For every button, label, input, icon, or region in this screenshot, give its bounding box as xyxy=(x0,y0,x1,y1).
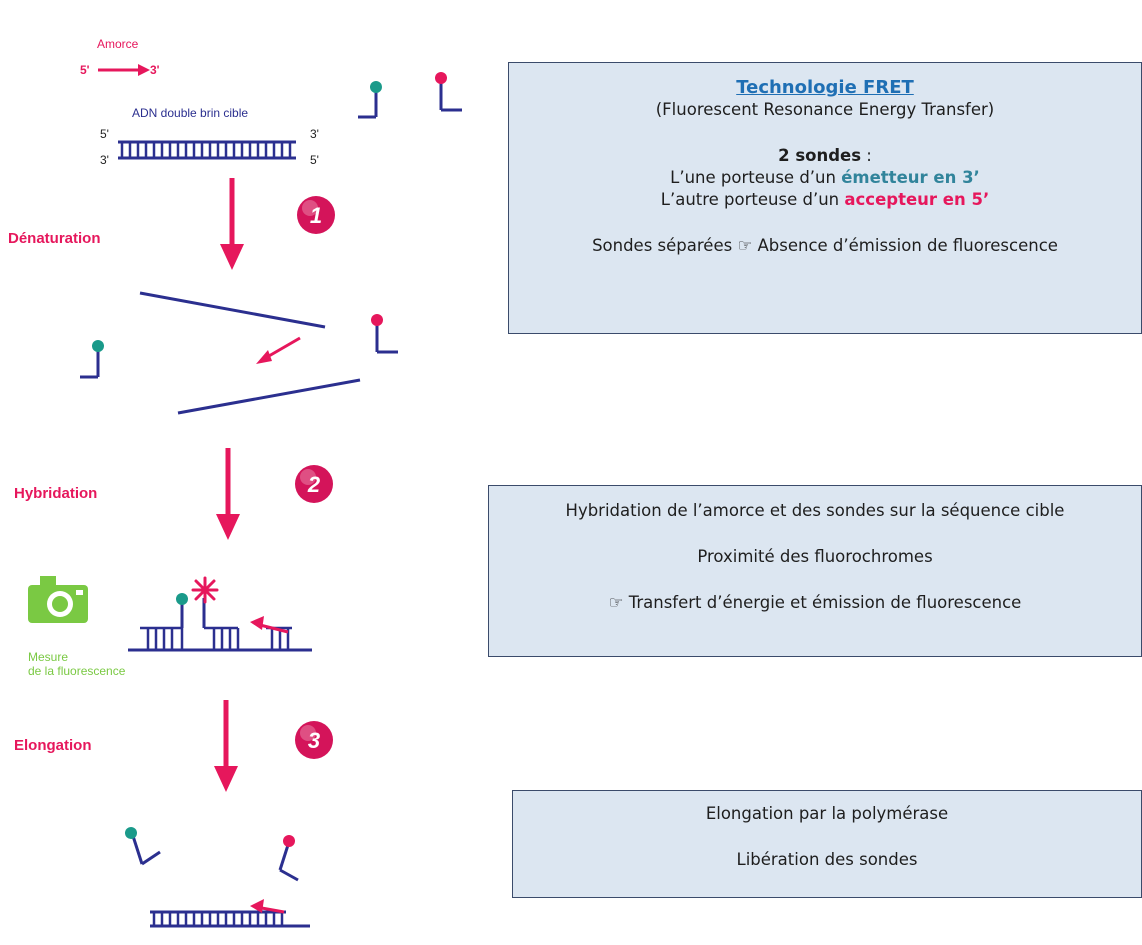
acceptor-probe-top xyxy=(435,72,462,112)
hybridization-box: Hybridation de l’amorce et des sondes su… xyxy=(488,485,1142,657)
fret-pcr-diagram: Amorce 5' 3' ADN double brin cible 5' 3'… xyxy=(8,37,462,928)
step-3-label: Elongation xyxy=(14,737,92,754)
emitter-line-emphasis: émetteur en 3’ xyxy=(841,168,980,187)
probe-release-line: Libération des sondes xyxy=(736,850,918,869)
separated-probes-conclusion: Sondes séparées ☞ Absence d’émission de … xyxy=(592,236,1058,255)
fret-technology-box: Technologie FRET (Fluorescent Resonance … xyxy=(508,62,1142,334)
emitter-line-prefix: L’une porteuse d’un xyxy=(670,168,842,187)
step-3-badge: 3 xyxy=(295,721,333,759)
acceptor-line-prefix: L’autre porteuse d’un xyxy=(660,190,845,209)
step-1-label: Dénaturation xyxy=(8,230,101,247)
dna-5-bottom: 5' xyxy=(310,153,319,167)
dna-label: ADN double brin cible xyxy=(132,106,248,120)
step-1-number: 1 xyxy=(310,203,322,228)
elongated-double-strand xyxy=(150,910,310,928)
primer-3-label: 3' xyxy=(150,63,160,77)
elongation-box: Elongation par la polymérase Libération … xyxy=(512,790,1142,898)
fluorescence-emission-star-icon xyxy=(191,576,219,604)
dna-5-top: 5' xyxy=(100,127,109,141)
camera-icon xyxy=(28,576,88,623)
denaturation-primer-arrow xyxy=(256,336,301,364)
measure-label-line2: de la fluorescence xyxy=(28,664,126,678)
acceptor-line-emphasis: accepteur en 5’ xyxy=(844,190,990,209)
energy-transfer-line: ☞ Transfert d’énergie et émission de flu… xyxy=(608,593,1022,612)
measure-label-line1: Mesure xyxy=(28,650,68,664)
fret-title: Technologie FRET xyxy=(736,77,914,98)
dna-3-top: 3' xyxy=(310,127,319,141)
primer-label: Amorce xyxy=(97,37,139,51)
elongation-line: Elongation par la polymérase xyxy=(705,804,949,823)
hybridized-primer-arrow xyxy=(250,616,289,634)
emitter-probe-released xyxy=(125,827,161,866)
step-3-arrow xyxy=(214,700,238,792)
probes-count: 2 sondes xyxy=(778,146,862,165)
emitter-probe-hybridized xyxy=(176,593,188,628)
emitter-probe-top xyxy=(358,81,382,119)
probes-count-line: 2 sondes : xyxy=(509,145,1141,167)
acceptor-probe-line: L’autre porteuse d’un accepteur en 5’ xyxy=(509,189,1141,211)
step-2-badge: 2 xyxy=(295,465,333,503)
step-2-number: 2 xyxy=(307,472,321,497)
hybridization-line: Hybridation de l’amorce et des sondes su… xyxy=(565,501,1065,520)
denatured-strand-upper xyxy=(139,291,326,329)
step-2-arrow xyxy=(216,448,240,540)
dna-3-bottom: 3' xyxy=(100,153,109,167)
emitter-probe-denatured xyxy=(80,340,104,379)
acceptor-probe-denatured xyxy=(371,314,398,354)
proximity-line: Proximité des fluorochromes xyxy=(697,547,933,566)
step-2-label: Hybridation xyxy=(14,485,97,502)
double-strand-dna xyxy=(118,140,296,160)
step-1-arrow xyxy=(220,178,244,270)
emitter-probe-line: L’une porteuse d’un émetteur en 3’ xyxy=(509,167,1141,189)
step-3-number: 3 xyxy=(308,728,320,753)
primer-5-label: 5' xyxy=(80,63,90,77)
fret-subtitle: (Fluorescent Resonance Energy Transfer) xyxy=(655,100,995,119)
polymerase-elongation-arrow xyxy=(250,899,285,914)
probes-colon: : xyxy=(861,146,872,165)
acceptor-probe-released xyxy=(278,835,299,882)
primer-arrow xyxy=(98,64,150,76)
step-1-badge: 1 xyxy=(297,196,335,234)
denatured-strand-lower xyxy=(177,378,361,415)
